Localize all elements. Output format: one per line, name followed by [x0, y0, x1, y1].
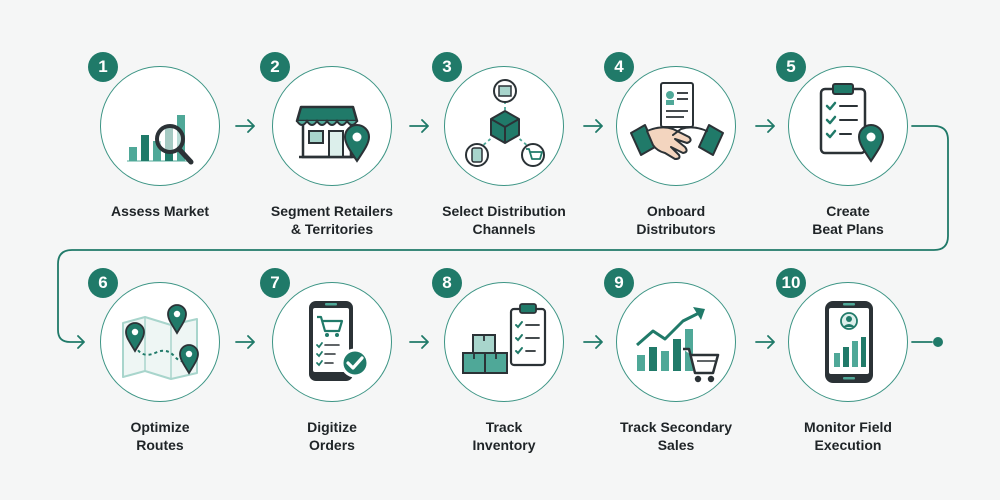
arrow-9-10 [755, 335, 775, 349]
wrap-connector [57, 125, 949, 349]
step-7-circle [272, 282, 392, 402]
step-1-badge: 1 [88, 52, 118, 82]
step-5-label: Create Beat Plans [760, 202, 936, 238]
step-8-label: Track Inventory [416, 418, 592, 454]
step-4-label: Onboard Distributors [588, 202, 764, 238]
step-7-badge: 7 [260, 268, 290, 298]
step-6-label-line2: Routes [136, 437, 184, 453]
step-5-badge: 5 [776, 52, 806, 82]
end-dot [933, 337, 943, 347]
clipboard-checklist-icon [819, 83, 885, 163]
step-2-label-line2: & Territories [290, 221, 374, 237]
step-3-label: Select Distribution Channels [416, 202, 592, 238]
step-1: 1 Assess Market [72, 48, 252, 248]
step-4-badge: 4 [604, 52, 634, 82]
step-5-label-line1: Create [826, 203, 870, 219]
step-7-label: Digitize Orders [244, 418, 420, 454]
step-9-circle [616, 282, 736, 402]
step-6-label: Optimize Routes [72, 418, 248, 454]
step-8: 8 Track Inventory [416, 264, 596, 464]
step-6-label-line1: Optimize [130, 419, 190, 435]
step-2-circle [272, 66, 392, 186]
step-3-label-line1: Select Distribution [442, 203, 566, 219]
arrow-1-2 [235, 119, 255, 133]
handshake-icon [630, 82, 724, 160]
sales-growth-icon [636, 307, 720, 383]
step-10: 10 Monitor Field Execution [760, 264, 940, 464]
step-8-badge: 8 [432, 268, 462, 298]
arrow-8-9 [583, 335, 603, 349]
step-9-label-line2: Sales [657, 437, 695, 453]
step-8-label-line2: Inventory [472, 437, 536, 453]
step-2-label-line1: Segment Retailers [270, 203, 394, 219]
arrow-3-4 [583, 119, 603, 133]
step-2-label: Segment Retailers & Territories [244, 202, 420, 238]
step-4-label-line2: Distributors [636, 221, 716, 237]
step-9-badge: 9 [604, 268, 634, 298]
step-6-circle [100, 282, 220, 402]
step-5-circle [788, 66, 908, 186]
step-1-circle [100, 66, 220, 186]
step-6-badge: 6 [88, 268, 118, 298]
step-6: 6 Optimize Routes [72, 264, 252, 464]
distribution-network-icon [465, 79, 545, 167]
step-4: 4 Onboard Distributors [588, 48, 768, 248]
step-7: 7 Digitize Orders [244, 264, 424, 464]
step-7-label-line2: Orders [309, 437, 355, 453]
step-2-badge: 2 [260, 52, 290, 82]
step-3-circle [444, 66, 564, 186]
step-10-label-line2: Execution [814, 437, 882, 453]
step-4-circle [616, 66, 736, 186]
step-7-label-line1: Digitize [307, 419, 357, 435]
step-9-label: Track Secondary Sales [588, 418, 764, 454]
step-10-label-line1: Monitor Field [804, 419, 892, 435]
step-3: 3 Select Distribution Channels [416, 48, 596, 248]
arrow-4-5 [755, 119, 775, 133]
route-map-icon [122, 304, 199, 380]
mobile-order-icon [309, 301, 370, 381]
step-1-label-line1: Assess Market [110, 203, 210, 219]
step-8-circle [444, 282, 564, 402]
arrow-7-8 [409, 335, 429, 349]
step-10-badge: 10 [776, 268, 806, 298]
market-analysis-icon [127, 115, 194, 165]
arrow-6-7 [235, 335, 255, 349]
step-1-label: Assess Market [72, 202, 248, 220]
step-8-label-line1: Track [485, 419, 523, 435]
step-5: 5 Create Beat Plans [760, 48, 940, 248]
step-9-label-line1: Track Secondary [619, 419, 733, 435]
store-location-icon [295, 105, 371, 163]
arrow-2-3 [409, 119, 429, 133]
step-4-label-line1: Onboard [646, 203, 706, 219]
step-2: 2 Segment Retailers & Territories [244, 48, 424, 248]
step-10-label: Monitor Field Execution [760, 418, 936, 454]
step-9: 9 Track Secondary Sales [588, 264, 768, 464]
step-5-label-line2: Beat Plans [812, 221, 884, 237]
step-3-label-line2: Channels [472, 221, 536, 237]
field-monitor-icon [825, 301, 873, 383]
inventory-boxes-icon [462, 303, 547, 374]
step-10-circle [788, 282, 908, 402]
step-3-badge: 3 [432, 52, 462, 82]
